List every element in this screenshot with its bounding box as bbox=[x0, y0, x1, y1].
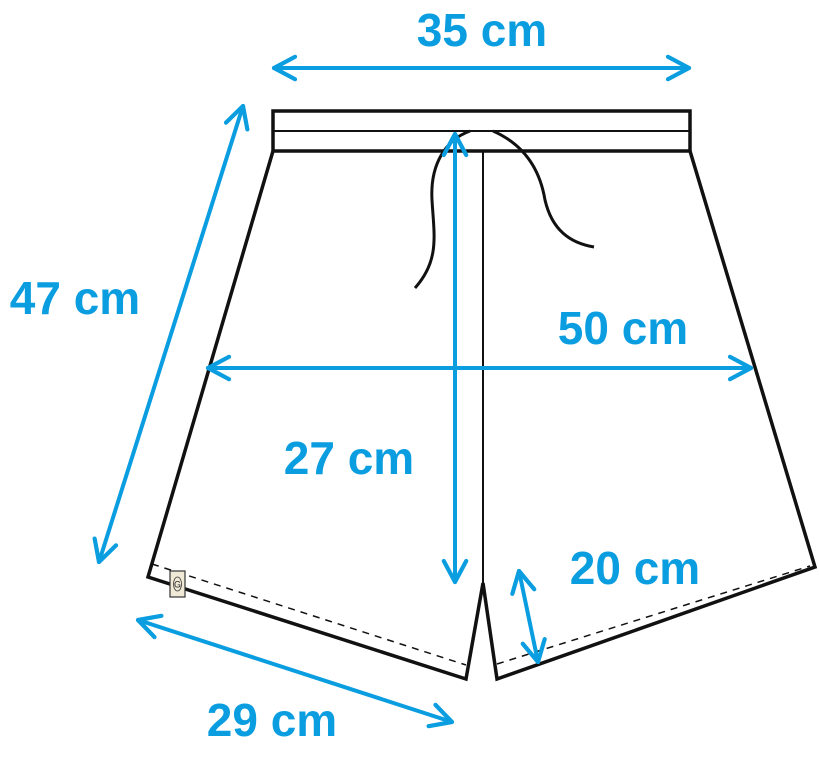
drawstring-right bbox=[492, 129, 595, 249]
left-hem-stitch bbox=[151, 563, 467, 666]
shorts-outline: G bbox=[145, 109, 818, 682]
hip-label: 50 cm bbox=[558, 302, 688, 354]
side-length-arrow bbox=[92, 103, 250, 565]
rise-label: 27 cm bbox=[284, 432, 414, 484]
inseam-arrow bbox=[510, 568, 547, 665]
inseam-label: 20 cm bbox=[570, 542, 700, 594]
leg-opening-arrow bbox=[135, 613, 455, 729]
measurement-labels: 35 cm 47 cm 50 cm 27 cm 20 cm 29 cm bbox=[10, 4, 700, 746]
right-hem-stitch bbox=[496, 565, 811, 665]
drawstring-left bbox=[413, 129, 471, 289]
waist-label: 35 cm bbox=[417, 4, 547, 56]
leg-opening-label: 29 cm bbox=[207, 694, 337, 746]
side-length-label: 47 cm bbox=[10, 272, 140, 324]
svg-text:G: G bbox=[174, 580, 181, 590]
brand-tag: G bbox=[169, 570, 186, 598]
shorts-body bbox=[145, 150, 818, 682]
measurement-arrows bbox=[92, 54, 754, 729]
